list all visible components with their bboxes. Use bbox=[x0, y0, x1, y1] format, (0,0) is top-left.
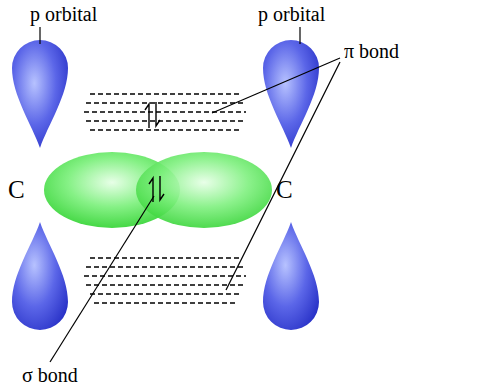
bond-label: π bond bbox=[344, 40, 399, 62]
electron-pair bbox=[145, 102, 164, 202]
orbital-label: p orbital bbox=[258, 3, 325, 25]
leader-lines bbox=[40, 27, 340, 362]
p-orbital-lobe bbox=[263, 222, 319, 330]
atom-label: C bbox=[276, 176, 293, 204]
sigma-bond-lobes bbox=[44, 152, 272, 228]
sp2-lobe bbox=[136, 152, 272, 228]
atom-label: C bbox=[8, 176, 25, 204]
p-orbital-lobe bbox=[263, 40, 319, 148]
p-orbital-lobe bbox=[12, 40, 68, 148]
orbital-label: p orbital bbox=[30, 3, 97, 25]
pi-overlap-lines bbox=[84, 94, 246, 303]
p-orbital-lobes bbox=[12, 40, 319, 330]
p-orbital-lobe bbox=[12, 222, 68, 330]
bond-label: σ bond bbox=[22, 364, 78, 386]
